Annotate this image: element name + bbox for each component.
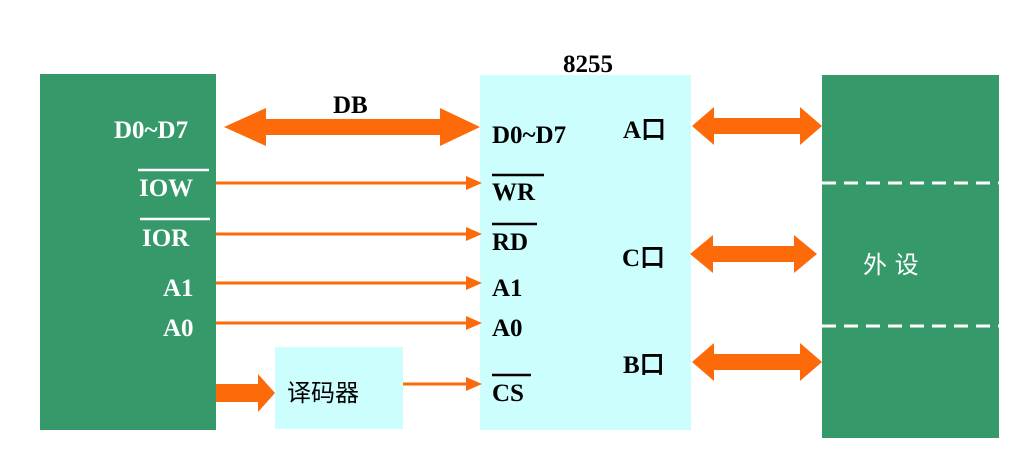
cpu-pin-ior: IOR bbox=[142, 225, 190, 252]
decoder-block bbox=[275, 347, 403, 429]
data-bus-arrow bbox=[224, 108, 480, 146]
chip-8255-block bbox=[480, 75, 691, 430]
a0-line bbox=[216, 316, 482, 330]
cpu-pin-a1: A1 bbox=[163, 275, 194, 302]
decoder-input-arrow bbox=[216, 374, 275, 412]
port-a-label: A口 bbox=[623, 117, 666, 144]
chip-pin-a1: A1 bbox=[492, 275, 523, 302]
cpu-pin-data: D0~D7 bbox=[114, 117, 188, 144]
bus-label: DB bbox=[333, 92, 368, 119]
port-b-arrow bbox=[692, 343, 822, 381]
iow-wr-line bbox=[216, 176, 482, 190]
cpu-pin-iow: IOW bbox=[139, 175, 193, 202]
cpu-block bbox=[40, 74, 216, 430]
chip-pin-cs: CS bbox=[492, 380, 524, 407]
chip-pin-wr: WR bbox=[492, 179, 536, 206]
chip-pin-rd: RD bbox=[492, 229, 528, 256]
decoder-label: 译码器 bbox=[287, 379, 359, 407]
chip-pin-a0: A0 bbox=[492, 315, 523, 342]
port-b-label: B口 bbox=[623, 352, 665, 379]
peripheral-block bbox=[822, 75, 999, 438]
ior-rd-line bbox=[216, 227, 482, 241]
chip-title: 8255 bbox=[563, 51, 613, 78]
peripheral-label: 外 设 bbox=[863, 251, 919, 279]
cpu-pin-a0: A0 bbox=[163, 315, 194, 342]
a1-line bbox=[216, 276, 482, 290]
port-c-arrow bbox=[690, 235, 817, 273]
port-a-arrow bbox=[692, 107, 822, 145]
decoder-cs-line bbox=[403, 377, 482, 391]
port-c-label: C口 bbox=[622, 245, 665, 272]
chip-pin-data: D0~D7 bbox=[492, 122, 566, 149]
